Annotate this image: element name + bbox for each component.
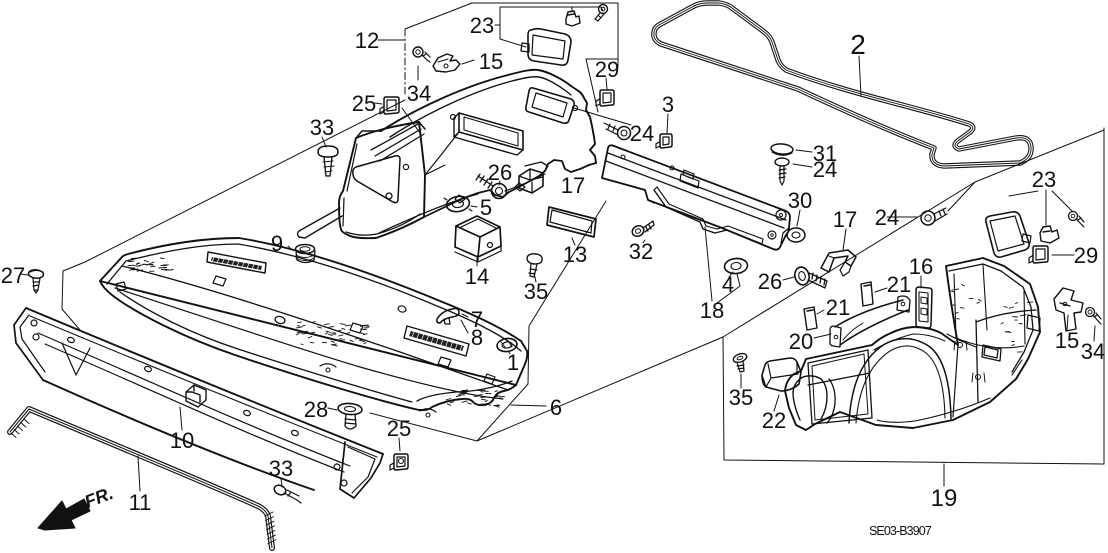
- svg-text:19: 19: [931, 485, 958, 512]
- svg-text:2: 2: [850, 29, 866, 60]
- svg-text:25: 25: [352, 91, 376, 116]
- svg-text:15: 15: [479, 49, 503, 74]
- svg-text:33: 33: [269, 456, 293, 481]
- svg-text:21: 21: [887, 272, 911, 297]
- svg-text:18: 18: [700, 298, 724, 323]
- svg-text:34: 34: [1081, 339, 1105, 364]
- svg-text:27: 27: [1, 263, 25, 288]
- svg-text:3: 3: [662, 92, 674, 117]
- svg-text:21: 21: [826, 295, 850, 320]
- svg-text:28: 28: [304, 397, 328, 422]
- svg-text:24: 24: [630, 121, 654, 146]
- svg-text:26: 26: [758, 269, 782, 294]
- svg-text:24: 24: [813, 157, 837, 182]
- svg-text:13: 13: [563, 242, 587, 267]
- svg-text:17: 17: [561, 173, 585, 198]
- svg-text:26: 26: [488, 160, 512, 185]
- svg-text:35: 35: [524, 279, 548, 304]
- svg-text:SE03-B3907: SE03-B3907: [869, 524, 932, 538]
- svg-text:11: 11: [129, 490, 152, 515]
- svg-text:12: 12: [355, 28, 379, 53]
- svg-text:32: 32: [629, 239, 653, 264]
- svg-text:9: 9: [271, 231, 283, 256]
- svg-text:31: 31: [813, 141, 837, 166]
- svg-text:17: 17: [833, 207, 857, 232]
- svg-text:23: 23: [1032, 167, 1056, 192]
- svg-text:15: 15: [1055, 328, 1079, 353]
- svg-text:22: 22: [762, 408, 786, 433]
- svg-text:23: 23: [470, 13, 494, 38]
- svg-text:25: 25: [387, 416, 411, 441]
- svg-text:29: 29: [595, 57, 619, 82]
- svg-text:4: 4: [722, 272, 734, 297]
- svg-text:34: 34: [407, 81, 431, 106]
- svg-text:6: 6: [550, 395, 562, 420]
- svg-text:10: 10: [170, 428, 194, 453]
- svg-text:20: 20: [789, 329, 813, 354]
- svg-text:33: 33: [310, 115, 334, 140]
- svg-text:7: 7: [471, 307, 483, 332]
- svg-text:5: 5: [480, 195, 492, 220]
- svg-text:29: 29: [1074, 243, 1098, 268]
- svg-text:35: 35: [729, 385, 753, 410]
- svg-text:1: 1: [507, 350, 519, 375]
- svg-text:8: 8: [471, 325, 483, 350]
- svg-text:24: 24: [875, 205, 899, 230]
- svg-text:14: 14: [465, 264, 489, 289]
- svg-text:FR.: FR.: [82, 483, 116, 512]
- svg-text:30: 30: [788, 188, 812, 213]
- svg-text:16: 16: [909, 254, 933, 279]
